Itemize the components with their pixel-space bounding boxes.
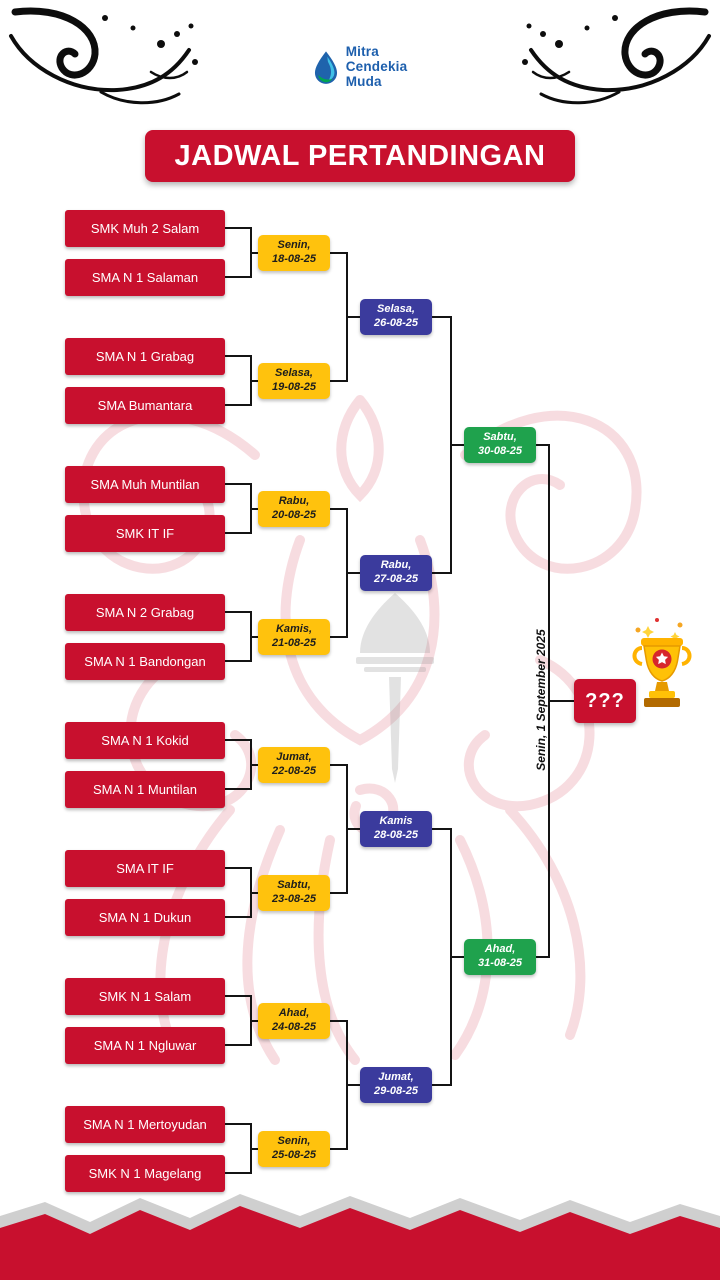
team-box: SMA Bumantara	[65, 387, 225, 424]
match-date: 23-08-25	[271, 893, 317, 905]
match-day: Sabtu,	[277, 879, 311, 892]
match-date: 20-08-25	[271, 509, 317, 521]
match-date-badge: Selasa, 19-08-25	[258, 363, 330, 399]
match-day: Kamis,	[275, 623, 313, 636]
final-date-label: Senin, 1 September 2025	[534, 629, 548, 771]
team-box: SMA N 1 Mertoyudan	[65, 1106, 225, 1143]
match-date-badge: Jumat, 22-08-25	[258, 747, 330, 783]
match-date: 18-08-25	[271, 253, 317, 265]
bracket-connector	[225, 611, 252, 613]
bracket-connector	[225, 788, 252, 790]
quarterfinal-date-badge: Kamis 28-08-25	[360, 811, 432, 847]
semifinal-date-badge: Sabtu, 30-08-25	[464, 427, 536, 463]
match-date: 25-08-25	[271, 1149, 317, 1161]
bracket-connector	[225, 1172, 252, 1174]
match-date-badge: Ahad, 24-08-25	[258, 1003, 330, 1039]
match-date: 21-08-25	[271, 637, 317, 649]
match-date: 29-08-25	[373, 1085, 419, 1097]
brand-line: Cendekia	[345, 59, 408, 75]
bracket-connector	[225, 916, 252, 918]
trophy-icon	[632, 618, 692, 707]
bracket-connector	[225, 276, 252, 278]
match-day: Selasa,	[275, 367, 313, 380]
match-day: Rabu,	[380, 559, 412, 572]
team-box: SMA N 1 Muntilan	[65, 771, 225, 808]
match-day: Jumat,	[378, 1071, 414, 1084]
team-box: SMK N 1 Salam	[65, 978, 225, 1015]
match-day: Senin,	[277, 1135, 311, 1148]
team-box: SMA N 2 Grabag	[65, 594, 225, 631]
bracket-connector	[225, 227, 252, 229]
bracket-connector	[225, 1123, 252, 1125]
semifinal-date-badge: Ahad, 31-08-25	[464, 939, 536, 975]
brand-line: Mitra	[345, 44, 379, 59]
match-day: Sabtu,	[483, 431, 517, 444]
match-day: Ahad,	[278, 1007, 310, 1020]
bracket-connector	[225, 404, 252, 406]
match-day: Ahad,	[484, 943, 516, 956]
brand-name: Mitra Cendekia Muda	[346, 44, 408, 89]
match-date-badge: Senin, 18-08-25	[258, 235, 330, 271]
match-date-badge: Senin, 25-08-25	[258, 1131, 330, 1167]
match-date: 27-08-25	[373, 573, 419, 585]
team-box: SMA N 1 Dukun	[65, 899, 225, 936]
match-day: Kamis	[379, 815, 413, 828]
bracket-connector	[225, 660, 252, 662]
team-box: SMK Muh 2 Salam	[65, 210, 225, 247]
logo-droplet-icon	[314, 51, 337, 84]
match-date: 28-08-25	[373, 829, 419, 841]
team-box: SMK N 1 Magelang	[65, 1155, 225, 1192]
bracket-connector	[548, 700, 574, 702]
team-box: SMA Muh Muntilan	[65, 466, 225, 503]
brand-logo: Mitra Cendekia Muda	[0, 44, 720, 89]
match-date-badge: Sabtu, 23-08-25	[258, 875, 330, 911]
bracket-connector	[225, 1044, 252, 1046]
corner-flourish-icon	[522, 7, 711, 105]
team-box: SMA N 1 Salaman	[65, 259, 225, 296]
brand-line: Muda	[345, 74, 382, 90]
match-date: 26-08-25	[373, 317, 419, 329]
team-box: SMA N 1 Grabag	[65, 338, 225, 375]
bracket-connector	[225, 995, 252, 997]
torn-paper-edge	[0, 1194, 720, 1280]
bracket-connector	[225, 739, 252, 741]
bracket-connector	[225, 355, 252, 357]
match-date: 22-08-25	[271, 765, 317, 777]
match-date: 30-08-25	[477, 445, 523, 457]
match-date: 19-08-25	[271, 381, 317, 393]
team-box: SMK IT IF	[65, 515, 225, 552]
team-box: SMA N 1 Bandongan	[65, 643, 225, 680]
team-box: SMA N 1 Ngluwar	[65, 1027, 225, 1064]
team-box: SMA IT IF	[65, 850, 225, 887]
match-day: Senin,	[277, 239, 311, 252]
final-winner-box: ???	[574, 679, 636, 723]
match-date-badge: Kamis, 21-08-25	[258, 619, 330, 655]
quarterfinal-date-badge: Selasa, 26-08-25	[360, 299, 432, 335]
bracket-connector	[225, 483, 252, 485]
match-date: 31-08-25	[477, 957, 523, 969]
match-date: 24-08-25	[271, 1021, 317, 1033]
match-day: Rabu,	[278, 495, 310, 508]
match-date-badge: Rabu, 20-08-25	[258, 491, 330, 527]
bracket-connector	[225, 867, 252, 869]
team-box: SMA N 1 Kokid	[65, 722, 225, 759]
quarterfinal-date-badge: Jumat, 29-08-25	[360, 1067, 432, 1103]
page-title: JADWAL PERTANDINGAN	[145, 130, 575, 182]
match-day: Selasa,	[377, 303, 415, 316]
match-day: Jumat,	[276, 751, 312, 764]
gray-emblem-watermark	[356, 593, 434, 783]
bracket-connector	[225, 532, 252, 534]
corner-flourish-icon	[9, 7, 198, 105]
quarterfinal-date-badge: Rabu, 27-08-25	[360, 555, 432, 591]
